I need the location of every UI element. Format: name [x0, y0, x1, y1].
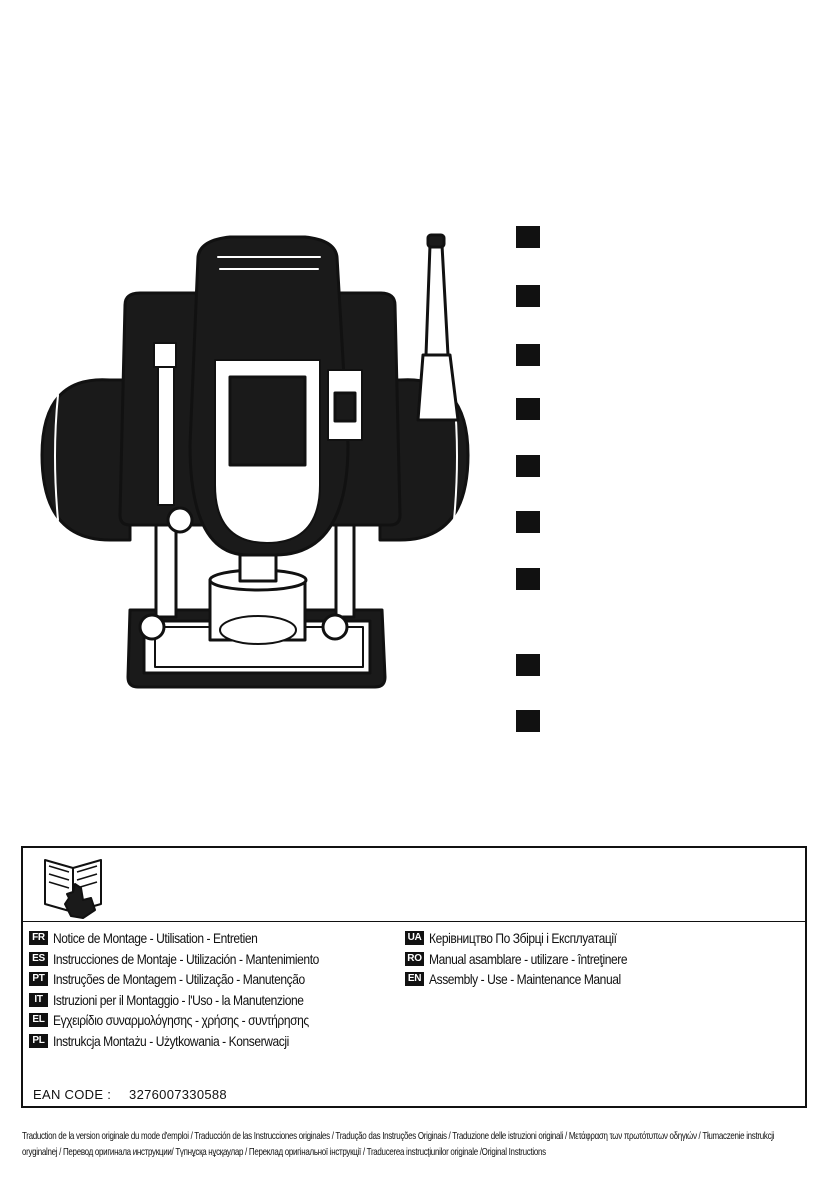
language-marker [516, 344, 540, 366]
manual-title: Instruções de Montagem - Utilização - Ma… [53, 971, 305, 988]
language-title-row: IT Istruzioni per il Montaggio - l'Uso -… [29, 990, 362, 1011]
language-marker [516, 654, 540, 676]
manual-title: Instrucciones de Montaje - Utilización -… [53, 950, 319, 967]
language-code-badge: FR [29, 931, 48, 946]
manual-title: Instrukcja Montażu - Użytkowania - Konse… [53, 1032, 289, 1049]
language-marker [516, 226, 540, 248]
language-code-badge: PL [29, 1033, 48, 1048]
manual-title: Εγχειρίδιο συναρμολόγησης - χρήσης - συν… [53, 1012, 309, 1029]
language-title-row: PT Instruções de Montagem - Utilização -… [29, 969, 362, 990]
manual-title: Notice de Montage - Utilisation - Entret… [53, 930, 258, 947]
language-code-badge: ES [29, 951, 48, 966]
translation-notice-line: oryginalnej / Перевод оригинала инструкц… [22, 1146, 546, 1158]
translation-notice: Traduction de la version originale du mo… [22, 1128, 822, 1160]
language-marker [516, 455, 540, 477]
manual-title: Manual asamblare - utilizare - întreţine… [429, 950, 628, 967]
language-code-badge: EL [29, 1013, 48, 1028]
language-title-row: EN Assembly - Use - Maintenance Manual [405, 969, 659, 990]
titles-left-column: FR Notice de Montage - Utilisation - Ent… [29, 928, 362, 1051]
manual-title: Assembly - Use - Maintenance Manual [429, 971, 621, 988]
language-marker [516, 568, 540, 590]
language-marker-list [516, 226, 540, 736]
language-marker [516, 710, 540, 732]
language-title-row: RO Manual asamblare - utilizare - întreţ… [405, 949, 659, 970]
language-marker [516, 511, 540, 533]
language-code-badge: PT [29, 972, 48, 987]
ean-value: 3276007330588 [129, 1087, 227, 1102]
ean-label: EAN CODE : [33, 1087, 112, 1102]
panel-divider [23, 921, 805, 922]
manual-title: Керівництво По Збірці і Експлуатації [429, 930, 617, 947]
language-marker [516, 285, 540, 307]
language-marker [516, 398, 540, 420]
language-code-badge: IT [29, 992, 48, 1007]
language-code-badge: RO [405, 951, 424, 966]
language-title-row: UA Керівництво По Збірці і Експлуатації [405, 928, 659, 949]
translation-notice-line: Traduction de la version originale du mo… [22, 1130, 775, 1142]
language-title-row: EL Εγχειρίδιο συναρμολόγησης - χρήσης - … [29, 1010, 362, 1031]
language-title-row: ES Instrucciones de Montaje - Utilizació… [29, 949, 362, 970]
read-manual-icon [44, 859, 102, 919]
ean-code: EAN CODE : 3276007330588 [33, 1087, 227, 1102]
router-tool-illustration [40, 233, 470, 689]
titles-right-column: UA Керівництво По Збірці і Експлуатації … [405, 928, 659, 990]
manual-titles-panel: FR Notice de Montage - Utilisation - Ent… [21, 846, 807, 1108]
language-title-row: PL Instrukcja Montażu - Użytkowania - Ko… [29, 1031, 362, 1052]
language-title-row: FR Notice de Montage - Utilisation - Ent… [29, 928, 362, 949]
manual-title: Istruzioni per il Montaggio - l'Uso - la… [53, 991, 304, 1008]
language-code-badge: UA [405, 931, 424, 946]
language-code-badge: EN [405, 972, 424, 987]
